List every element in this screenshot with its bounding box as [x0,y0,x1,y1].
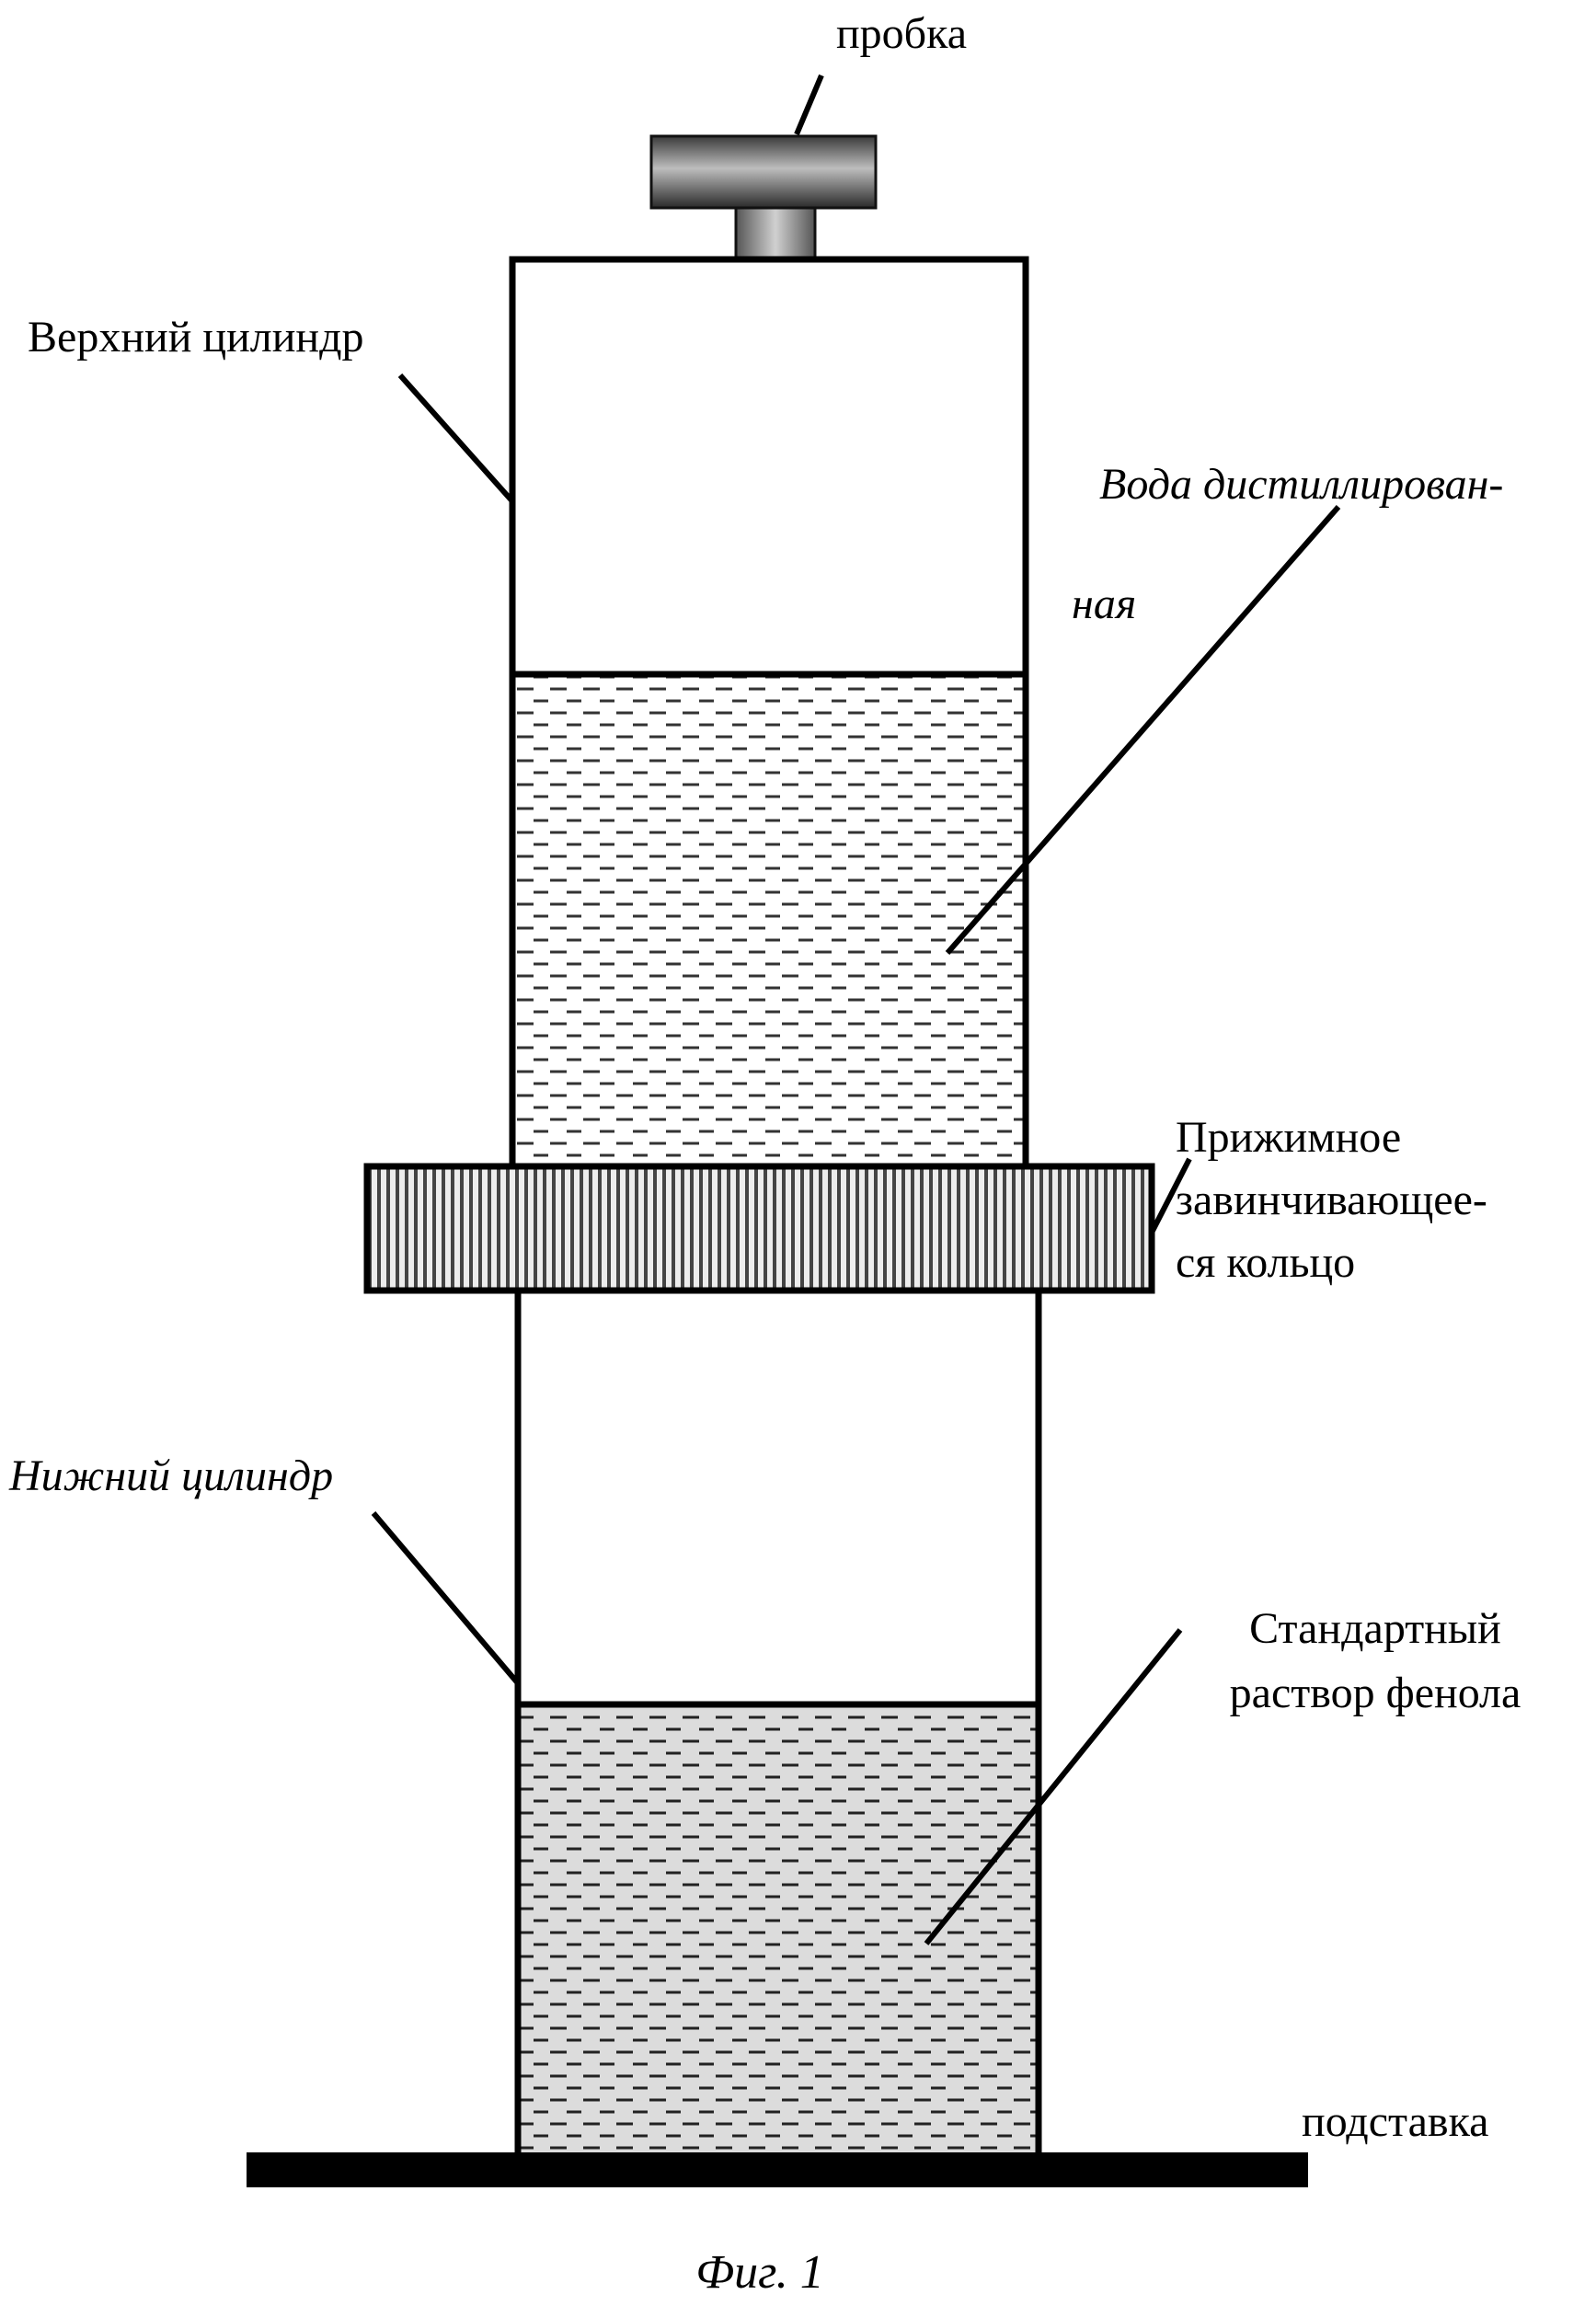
stopper [651,136,876,261]
phenol-solution-fill [518,1704,1039,2157]
lower-cylinder-leader [373,1513,518,1683]
water-label-line1: Вода дистиллирован- [1099,460,1503,509]
ring-label-line1: Прижимное [1176,1113,1401,1162]
upper-cylinder-label: Верхний цилиндр [28,313,364,361]
stopper-neck [736,208,815,261]
stopper-cap [651,136,876,208]
distilled-water-fill [512,674,1026,1166]
upper-cylinder [512,259,1026,1166]
upper-cylinder-leader [400,375,512,501]
clamping-ring [367,1166,1152,1291]
ring-label-line3: ся кольцо [1176,1238,1355,1287]
stand-base [247,2152,1308,2187]
phenol-label-line2: раствор фенола [1230,1669,1521,1717]
phenol-label-line1: Стандартный [1249,1604,1501,1653]
stopper-label: пробка [836,9,967,58]
lower-cylinder-label: Нижний цилиндр [8,1451,333,1500]
ring-label-line2: завинчивающее- [1176,1176,1487,1224]
stand-label: подставка [1302,2097,1488,2146]
figure-caption: Фиг. 1 [695,2246,823,2299]
stopper-leader [797,75,821,134]
lower-cylinder [518,1291,1039,2157]
water-label-line2: ная [1072,579,1136,628]
